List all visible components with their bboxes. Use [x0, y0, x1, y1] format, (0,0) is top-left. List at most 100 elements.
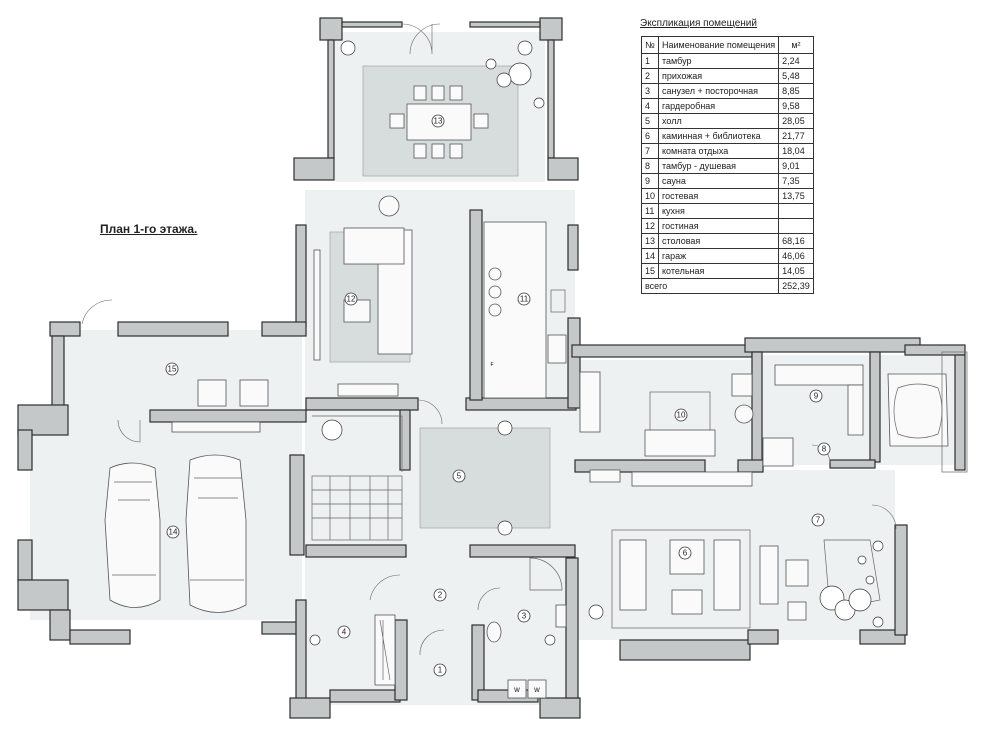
svg-text:4: 4	[342, 628, 347, 637]
row-area: 13,75	[778, 188, 814, 204]
row-name: санузел + посторочная	[658, 83, 780, 99]
room-badge-10: 10	[674, 408, 688, 422]
room-badge-6: 6	[678, 546, 692, 560]
row-num: 5	[640, 113, 660, 129]
row-area: 28,05	[778, 113, 814, 129]
row-name: котельная	[658, 263, 780, 279]
room-badge-11: 11	[517, 292, 531, 306]
room-badge-13: 13	[431, 114, 445, 128]
row-area	[778, 218, 814, 234]
row-num: 2	[640, 68, 660, 84]
room-badge-7: 7	[811, 513, 825, 527]
row-area: 9,58	[778, 98, 814, 114]
row-name: тамбур	[658, 53, 780, 69]
sauna-fixtures	[762, 351, 968, 473]
walls	[17, 17, 966, 719]
total-area: 252,39	[778, 278, 814, 294]
row-area: 14,05	[778, 263, 814, 279]
svg-text:2: 2	[438, 591, 443, 600]
svg-text:8: 8	[822, 445, 827, 454]
row-num: 1	[640, 53, 660, 69]
row-name: кухня	[658, 203, 780, 219]
lower-fixtures	[374, 557, 567, 699]
legend-header-name: Наименование помещения	[658, 36, 780, 54]
room-badge-15: 15	[165, 362, 179, 376]
svg-text:14: 14	[169, 528, 178, 537]
row-area: 8,85	[778, 83, 814, 99]
row-num: 11	[640, 203, 660, 219]
boiler-equipment	[171, 379, 269, 433]
garage-cars	[104, 454, 247, 613]
row-name: гостевая	[658, 188, 780, 204]
row-num: 10	[640, 188, 660, 204]
row-name: комната отдыха	[658, 143, 780, 159]
washer-label-2: W	[534, 688, 540, 694]
legend-header-num: №	[640, 36, 660, 54]
legend-header-row: № Наименование помещения м²	[640, 36, 814, 54]
room-badge-12: 12	[344, 292, 358, 306]
svg-text:9: 9	[814, 392, 819, 401]
room-badge-2: 2	[433, 588, 447, 602]
row-num: 9	[640, 173, 660, 189]
legend-title: Экспликация помещений	[640, 18, 757, 29]
room-badge-9: 9	[809, 389, 823, 403]
fireplace-furniture	[611, 471, 753, 629]
svg-text:12: 12	[347, 295, 356, 304]
row-area: 9,01	[778, 158, 814, 174]
room-badge-8: 8	[817, 442, 831, 456]
row-name: столовая	[658, 233, 780, 249]
hall-decor	[497, 420, 513, 536]
hall-rug	[419, 427, 551, 529]
row-num: 4	[640, 98, 660, 114]
row-area: 21,77	[778, 128, 814, 144]
washer-label-1: W	[514, 688, 520, 694]
row-name: гостиная	[658, 218, 780, 234]
row-num: 6	[640, 128, 660, 144]
row-area: 46,06	[778, 248, 814, 264]
plants	[309, 40, 604, 646]
legend-header-area: м²	[778, 36, 814, 54]
row-name: гардеробная	[658, 98, 780, 114]
row-num: 7	[640, 143, 660, 159]
row-name: сауна	[658, 173, 780, 189]
row-name: каминная + библиотека	[658, 128, 780, 144]
row-area: 18,04	[778, 143, 814, 159]
svg-text:10: 10	[677, 411, 686, 420]
row-name: гараж	[658, 248, 780, 264]
room-badge-4: 4	[337, 625, 351, 639]
row-area	[778, 203, 814, 219]
row-name: тамбур - душевая	[658, 158, 780, 174]
svg-text:1: 1	[438, 666, 443, 675]
stairs	[311, 415, 403, 541]
row-num: 13	[640, 233, 660, 249]
row-num: 3	[640, 83, 660, 99]
svg-text:6: 6	[683, 549, 688, 558]
kitchen-furniture	[483, 221, 567, 399]
plan-title: План 1-го этажа.	[100, 222, 198, 236]
row-name: холл	[658, 113, 780, 129]
row-num: 12	[640, 218, 660, 234]
row-area: 7,35	[778, 173, 814, 189]
rest-room-furniture	[759, 539, 884, 628]
svg-text:11: 11	[520, 295, 529, 304]
door-swings	[81, 23, 897, 656]
row-name: прихожая	[658, 68, 780, 84]
room-badge-5: 5	[452, 469, 466, 483]
row-area: 2,24	[778, 53, 814, 69]
living-furniture	[313, 195, 413, 397]
room-badge-14: 14	[166, 525, 180, 539]
